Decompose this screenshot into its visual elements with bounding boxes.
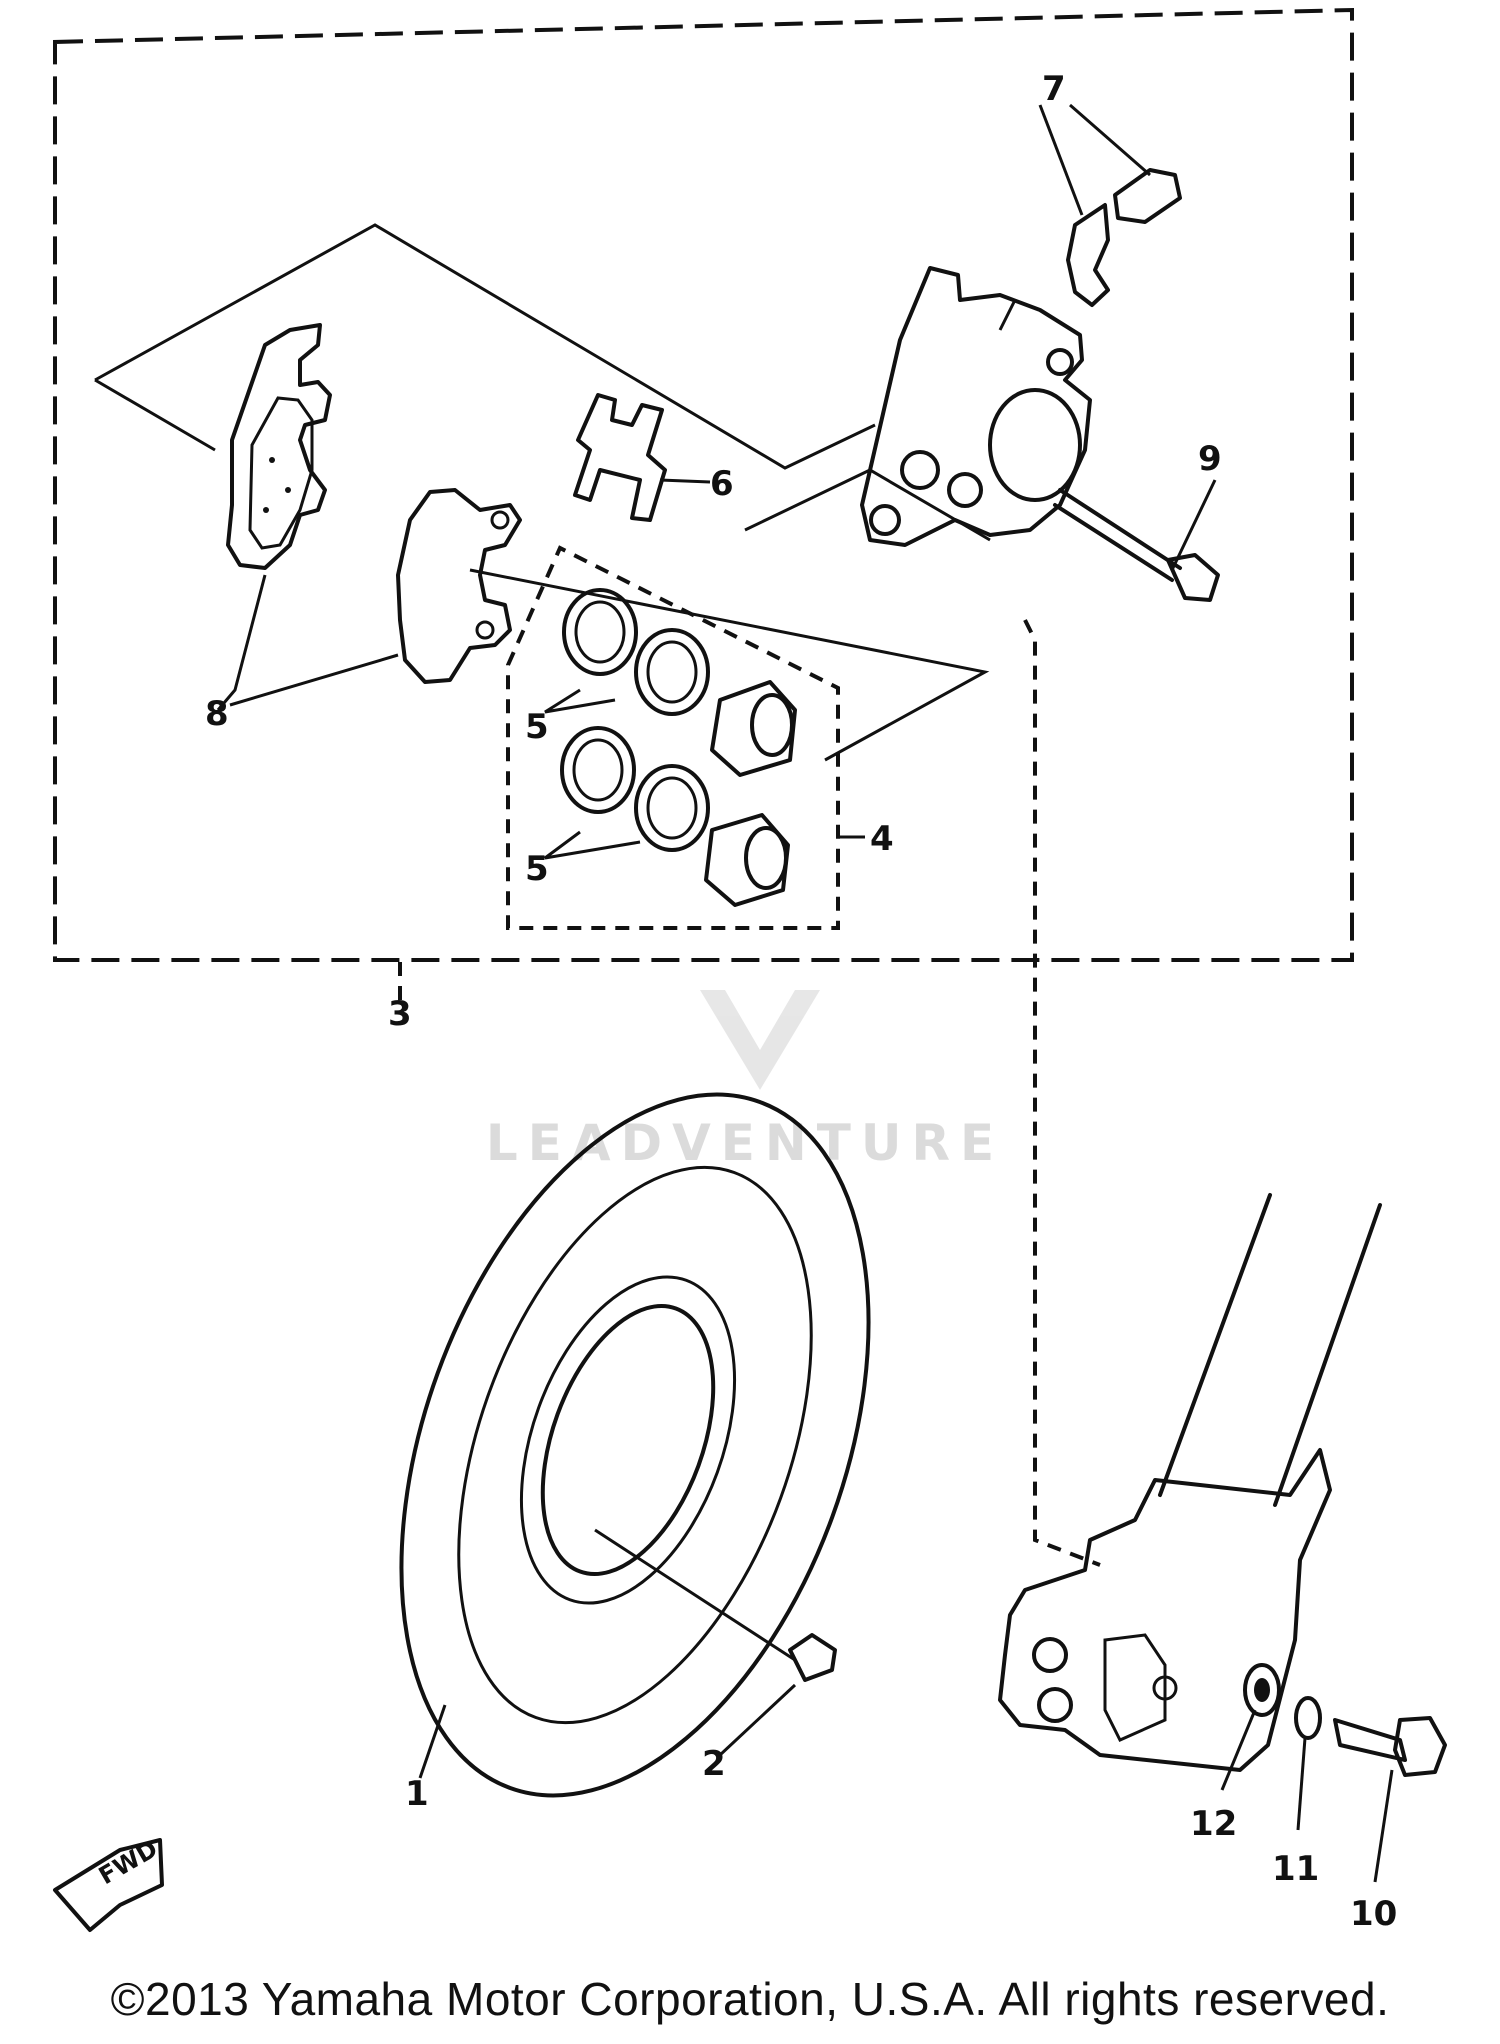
caliper-mount-line xyxy=(1023,619,1101,1567)
caliper-assembly-frame xyxy=(53,7,1354,962)
callout-12: 12 xyxy=(1190,1804,1237,1844)
brake-pad-left xyxy=(226,323,332,570)
guide-line-pads xyxy=(94,223,876,470)
callout-11: 11 xyxy=(1272,1849,1319,1889)
pad-pin xyxy=(1053,479,1220,602)
lock-washer-11 xyxy=(1294,1696,1322,1831)
pistons xyxy=(704,680,865,907)
callout-7: 7 xyxy=(1042,69,1066,109)
brake-disc xyxy=(399,1092,871,1798)
brake-pad-right xyxy=(396,488,522,684)
callout-1: 1 xyxy=(405,1774,429,1814)
copyright-notice: ©2013 Yamaha Motor Corporation, U.S.A. A… xyxy=(110,1973,1390,2025)
leader-1 xyxy=(418,1704,447,1779)
callout-3: 3 xyxy=(388,994,412,1034)
caliper-body xyxy=(860,266,1092,547)
callout-2: 2 xyxy=(702,1744,726,1784)
disc-bolt xyxy=(594,1528,837,1757)
fwd-arrow-icon: FWD xyxy=(53,1835,164,1932)
washer-12 xyxy=(1220,1663,1281,1791)
callout-6: 6 xyxy=(710,464,734,504)
callout-5b: 5 xyxy=(525,849,549,889)
bleed-screw xyxy=(1038,103,1182,307)
callout-5a: 5 xyxy=(525,707,549,747)
front-fork-leg xyxy=(998,1193,1382,1772)
guide-line-pistons xyxy=(469,568,990,762)
fwd-label: FWD xyxy=(94,1835,162,1891)
leader-8b xyxy=(229,653,399,707)
callout-9: 9 xyxy=(1198,439,1222,479)
callout-10: 10 xyxy=(1350,1894,1397,1934)
watermark: LEADVENTURE xyxy=(486,990,1004,1172)
svg-text:LEADVENTURE: LEADVENTURE xyxy=(486,1114,1004,1172)
callout-8: 8 xyxy=(205,694,229,734)
guide-line-pads-2 xyxy=(94,378,216,452)
callout-4: 4 xyxy=(870,819,894,859)
piston-seals xyxy=(544,588,710,860)
mounting-bolt-10 xyxy=(1333,1716,1447,1883)
piston-kit-frame xyxy=(506,545,840,930)
leader-8a xyxy=(216,574,267,711)
pad-spring xyxy=(573,393,711,522)
